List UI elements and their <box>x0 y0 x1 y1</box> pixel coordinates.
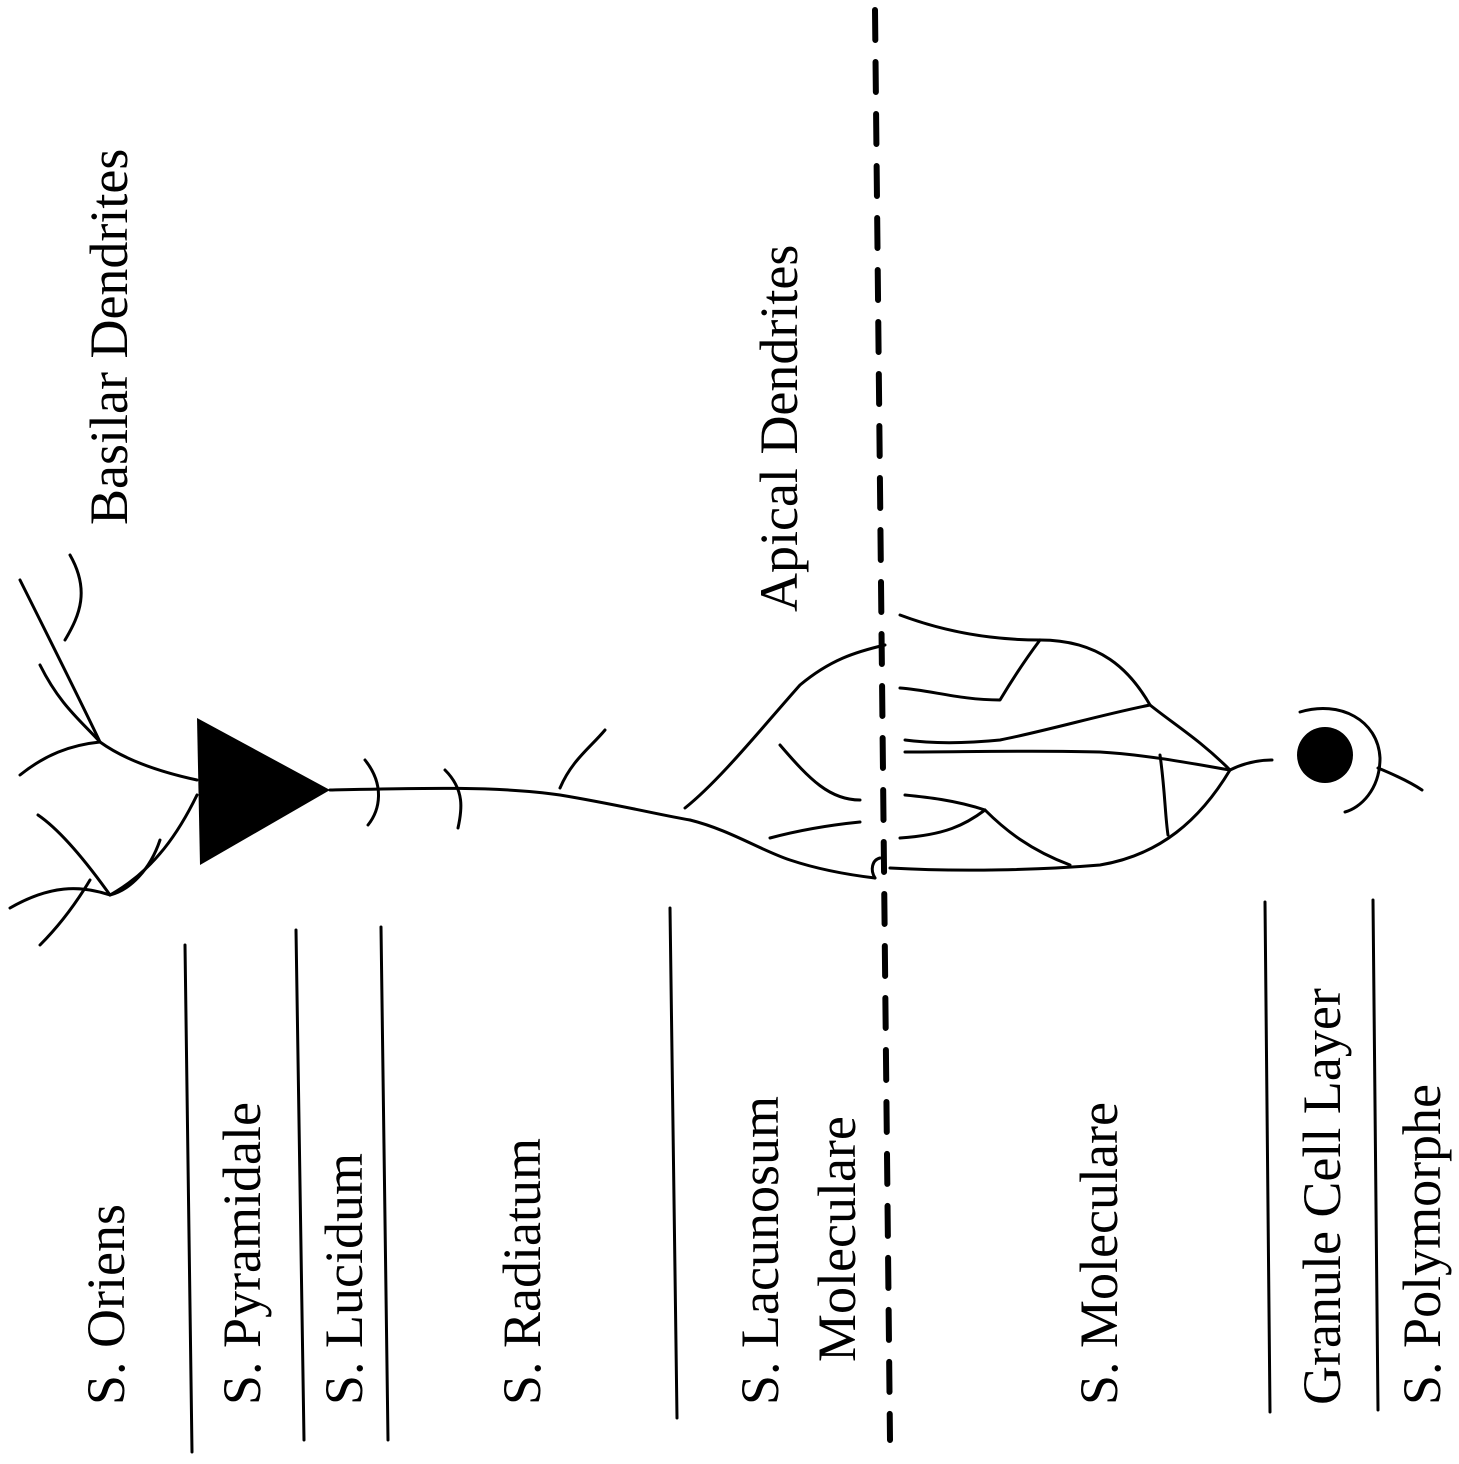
pyramidal-neuron <box>10 555 885 945</box>
granule-cell <box>890 615 1422 870</box>
apical-dendrite-branches <box>330 645 885 878</box>
layer-label-moleculare: Moleculare <box>807 1116 867 1362</box>
granule-dendrite-branches <box>890 615 1272 870</box>
pyramidal-soma <box>197 718 330 865</box>
layer-label-s-polymorphe: S. Polymorphe <box>1392 1084 1452 1405</box>
boundary-pyramidale-lucidum <box>296 930 304 1440</box>
basilar-dendrites-label: Basilar Dendrites <box>79 149 139 525</box>
granule-soma <box>1297 727 1353 783</box>
layer-label-s-moleculare: S. Moleculare <box>1069 1102 1129 1405</box>
layer-label-s-pyramidale: S. Pyramidale <box>212 1102 272 1405</box>
layer-label-s-lucidum: S. Lucidum <box>314 1153 374 1405</box>
layer-label-s-lacunosum: S. Lacunosum <box>730 1096 790 1405</box>
boundary-oriens-pyramidale <box>185 945 192 1452</box>
layer-label-s-radiatum: S. Radiatum <box>492 1138 552 1405</box>
boundary-lucidum-radiatum <box>381 927 388 1440</box>
layer-label-granule-cell-layer: Granule Cell Layer <box>1292 988 1352 1405</box>
boundary-radiatum-lacunosum <box>670 908 677 1418</box>
apical-dendrites-label: Apical Dendrites <box>749 245 809 612</box>
boundary-molecular-granule <box>1265 902 1270 1412</box>
basilar-dendrite-branches <box>10 555 197 945</box>
granule-axon <box>1378 768 1422 790</box>
boundary-granule-polymorphe <box>1373 900 1378 1410</box>
layer-label-s-oriens: S. Oriens <box>76 1204 136 1405</box>
hippocampal-fissure-dashed-line <box>875 10 890 1440</box>
